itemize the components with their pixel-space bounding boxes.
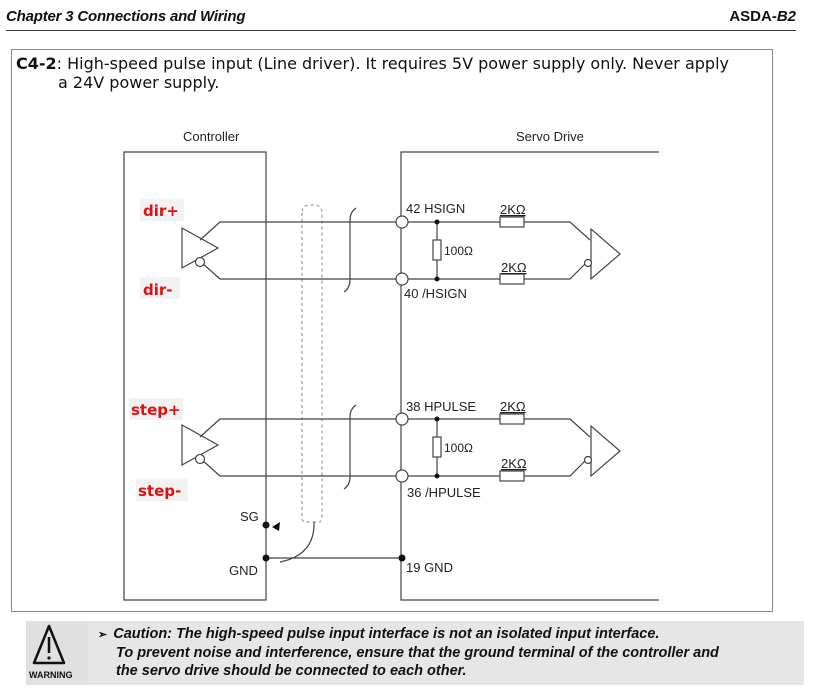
label-bg — [136, 479, 188, 501]
model-name: ASDA-B2 — [729, 8, 796, 25]
terminal-36 — [395, 469, 409, 483]
pin-42-hsign: 42 HSIGN — [406, 201, 465, 216]
note-code: C4-2 — [16, 54, 57, 73]
label-dir-plus: dir+ — [143, 202, 179, 220]
note-line-1: : High-speed pulse input (Line driver). … — [56, 54, 729, 73]
model-prefix: ASDA- — [729, 8, 777, 25]
servo-gnd-junction-dot — [398, 554, 406, 562]
note-line-2: a 24V power supply. — [58, 73, 220, 92]
pin-19-gnd: 19 GND — [406, 560, 453, 575]
step-inverter-bubble — [194, 453, 206, 465]
junction-dot — [434, 219, 440, 225]
dir-driver-leads — [199, 221, 221, 280]
step-termination-resistor — [432, 436, 442, 458]
nhpulse-series-resistor — [499, 470, 525, 482]
pin-40-nhsign: 40 /HSIGN — [404, 286, 467, 301]
servo-drive-box — [400, 151, 659, 601]
label-gnd: GND — [229, 563, 258, 578]
servo-hpulse-wire — [401, 418, 591, 438]
page-header: Chapter 3 Connections and Wiring ASDA-B2 — [6, 8, 796, 31]
label-2k-hsign: 2KΩ — [500, 202, 526, 217]
step-receiver-bubble — [583, 455, 593, 465]
gnd-junction-dot — [262, 554, 270, 562]
pin-36-nhpulse: 36 /HPULSE — [407, 485, 481, 500]
step-twisted-pair-mark — [343, 404, 357, 490]
warning-icon: WARNING — [26, 621, 88, 685]
hpulse-series-resistor — [499, 413, 525, 425]
wiring-diagram: Controller Servo Drive dir+ dir- step+ s… — [123, 129, 659, 601]
warning-box: WARNING ➢ Caution: The high-speed pulse i… — [26, 621, 804, 685]
warning-line-2: To prevent noise and interference, ensur… — [116, 645, 719, 661]
pin-38-hpulse: 38 HPULSE — [406, 399, 476, 414]
dir-twisted-pair-mark — [343, 207, 357, 293]
label-2k-nhpulse: 2KΩ — [501, 456, 527, 471]
hsign-series-resistor — [499, 216, 525, 228]
junction-dot — [434, 276, 440, 282]
controller-title: Controller — [183, 129, 240, 144]
terminal-38 — [395, 412, 409, 426]
warning-icon-label: WARNING — [29, 670, 73, 680]
label-step-plus: step+ — [131, 401, 181, 419]
label-100-step: 100Ω — [444, 441, 473, 455]
dir-line-receiver — [590, 227, 621, 281]
sg-junction-dot — [262, 521, 270, 529]
servo-nhpulse-wire — [401, 458, 588, 477]
drain-arrow-icon — [272, 522, 280, 531]
wiring-figure-frame: C4-2: High-speed pulse input (Line drive… — [11, 49, 773, 612]
figure-note: C4-2: High-speed pulse input (Line drive… — [16, 54, 729, 92]
label-bg — [129, 398, 183, 420]
cable-shield — [301, 204, 323, 523]
servo-nhsign-wire — [401, 261, 588, 280]
step-driver-leads — [199, 418, 221, 477]
warning-text: ➢ Caution: The high-speed pulse input int… — [98, 625, 719, 680]
warning-line-3: the servo drive should be connected to e… — [116, 663, 467, 679]
controller-box — [123, 151, 267, 601]
dir-receiver-bubble — [583, 258, 593, 268]
label-2k-nhsign: 2KΩ — [501, 260, 527, 275]
servo-drive-title: Servo Drive — [516, 129, 584, 144]
label-bg — [140, 277, 180, 299]
label-sg: SG — [240, 509, 259, 524]
label-step-minus: step- — [138, 482, 181, 500]
step-line-receiver — [590, 424, 621, 478]
model-suffix: B2 — [776, 8, 796, 25]
bullet-icon: ➢ — [98, 629, 108, 641]
terminal-42 — [395, 215, 409, 229]
junction-dot — [434, 416, 440, 422]
label-2k-hpulse: 2KΩ — [500, 399, 526, 414]
chapter-title: Chapter 3 Connections and Wiring — [6, 8, 246, 25]
dir-termination-resistor — [432, 239, 442, 261]
junction-dot — [434, 473, 440, 479]
label-bg — [140, 199, 184, 221]
servo-hsign-wire — [401, 221, 591, 241]
warning-line-1: Caution: The high-speed pulse input inte… — [113, 626, 660, 642]
terminal-40 — [395, 272, 409, 286]
label-100-dir: 100Ω — [444, 244, 473, 258]
shield-drain-wire — [279, 521, 315, 563]
nhsign-series-resistor — [499, 273, 525, 285]
dir-inverter-bubble — [194, 256, 206, 268]
label-dir-minus: dir- — [143, 281, 173, 299]
